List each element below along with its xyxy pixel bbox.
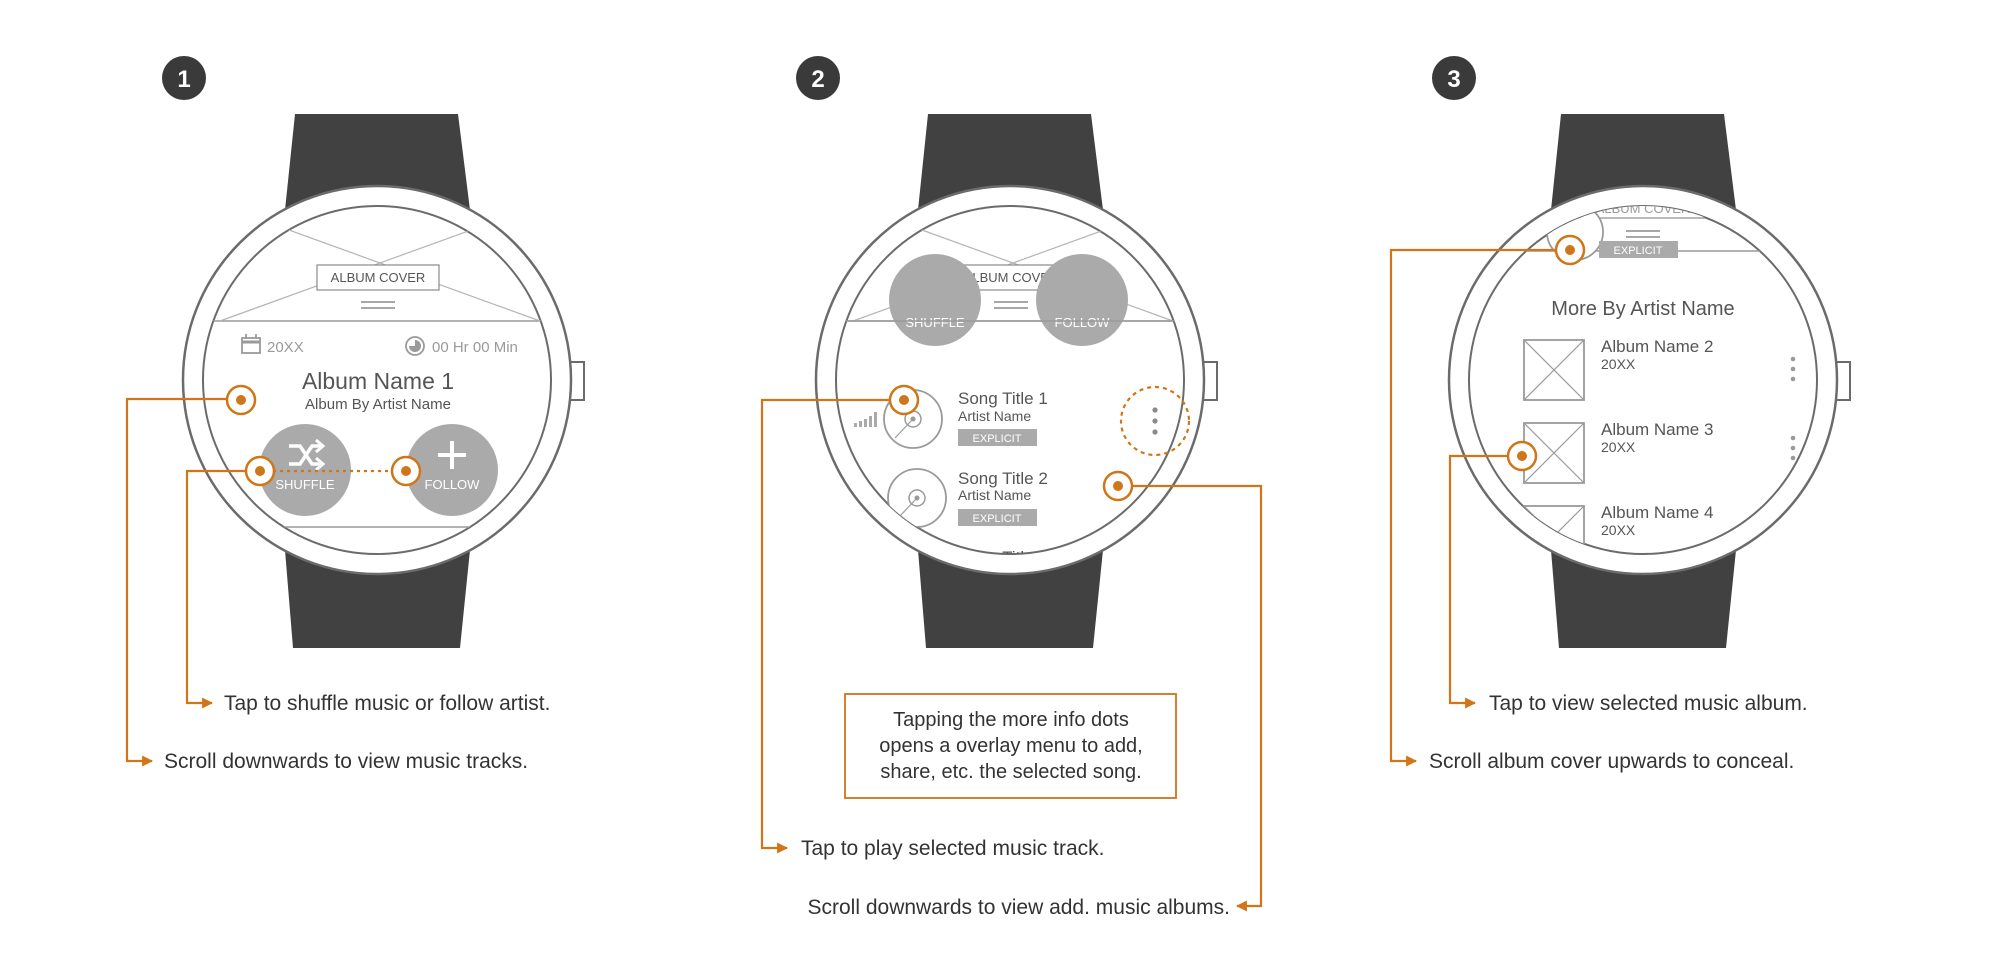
album-duration: 00 Hr 00 Min: [432, 339, 518, 356]
album-cover-placeholder[interactable]: ALBUM COVER: [150, 205, 600, 322]
watch-strap-top: [1551, 114, 1736, 210]
smartwatch-3: ALBUM COVER EXPLICIT More By Artist Name: [1447, 114, 1851, 648]
svg-text:ALBUM COVER: ALBUM COVER: [1596, 201, 1691, 216]
annotation-scroll-tracks: Scroll downwards to view music tracks.: [164, 750, 528, 773]
watch-strap-bottom: [1551, 550, 1736, 648]
album-row-3[interactable]: Album Name 3 20XX: [1523, 420, 1796, 484]
svg-text:ALBUM COVER: ALBUM COVER: [964, 270, 1059, 285]
drag-handle-icon[interactable]: [1626, 230, 1660, 238]
svg-text:1: 1: [177, 66, 190, 93]
more-info-dots-icon[interactable]: [1790, 435, 1796, 461]
svg-text:2: 2: [811, 66, 824, 93]
panel-1: 1 ALBUM COVER: [125, 56, 600, 773]
svg-text:EXPLICIT: EXPLICIT: [973, 433, 1022, 445]
song-row-2[interactable]: Song Title 2 Artist Name EXPLICIT: [887, 468, 1048, 528]
signal-bars-icon: [854, 412, 877, 427]
svg-text:EXPLICIT: EXPLICIT: [1614, 245, 1663, 257]
annotation-view-album: Tap to view selected music album.: [1489, 692, 1808, 715]
shuffle-icon: [289, 438, 326, 472]
annotation-conceal-cover: Scroll album cover upwards to conceal.: [1429, 750, 1794, 773]
follow-button-partial[interactable]: FOLLOW: [1036, 254, 1128, 346]
calendar-icon: [241, 334, 261, 354]
svg-text:Artist Name: Artist Name: [958, 408, 1031, 424]
explicit-badge: [1599, 241, 1678, 258]
svg-text:EXPLICIT: EXPLICIT: [973, 513, 1022, 525]
annotation-play-track: Tap to play selected music track.: [801, 837, 1104, 860]
drag-handle-icon[interactable]: [994, 301, 1028, 309]
tap-target-scroll-2: [1102, 470, 1134, 502]
release-year: 20XX: [267, 339, 304, 356]
album-title: Album Name 1: [302, 368, 454, 394]
panel-3: 3 ALBUM COVER EXPLICIT: [1389, 56, 1851, 773]
album-thumbnail-placeholder: [1523, 339, 1585, 401]
callout-connectors-3: [1389, 248, 1556, 767]
tap-target-scroll-1: [225, 384, 257, 416]
watch-strap-top: [918, 114, 1103, 210]
svg-text:opens a overlay menu to add,: opens a overlay menu to add,: [879, 735, 1143, 757]
svg-text:20XX: 20XX: [1601, 522, 1636, 538]
more-info-dots-icon[interactable]: [1790, 356, 1796, 382]
watch-strap-top: [285, 114, 470, 210]
smartwatch-2: ALBUM COVER SHUFFLE FOLLOW: [814, 114, 1218, 648]
svg-text:Album Name 4: Album Name 4: [1601, 503, 1713, 522]
tap-target-shuffle: [244, 455, 276, 487]
plus-icon: [438, 441, 466, 469]
panel-2: 2 ALBUM COVER: [760, 56, 1263, 919]
step-badge-1: 1: [162, 56, 206, 100]
explicit-badge: [958, 509, 1037, 526]
callout-connectors-2: [760, 398, 1263, 912]
svg-text:Artist Name: Artist Name: [958, 487, 1031, 503]
vinyl-record-icon: [887, 468, 947, 528]
watch-strap-bottom: [285, 550, 470, 648]
step-badge-2: 2: [796, 56, 840, 100]
watch-strap-bottom: [918, 550, 1103, 648]
more-info-highlight-ring: [1119, 385, 1191, 457]
svg-text:20XX: 20XX: [1601, 439, 1636, 455]
svg-text:FOLLOW: FOLLOW: [425, 477, 481, 492]
watch-screen: [1468, 205, 1818, 555]
clock-icon: [405, 336, 425, 356]
smartwatch-1: ALBUM COVER 20XX 00 Hr: [150, 114, 600, 648]
svg-text:share, etc. the selected song.: share, etc. the selected song.: [880, 761, 1141, 783]
svg-text:20XX: 20XX: [1601, 356, 1636, 372]
song-row-1[interactable]: Song Title 1 Artist Name EXPLICIT: [883, 389, 1048, 449]
annotation-shuffle-follow: Tap to shuffle music or follow artist.: [224, 692, 550, 715]
svg-text:Song Title 2: Song Title 2: [958, 469, 1048, 488]
section-title: More By Artist Name: [1551, 298, 1734, 320]
svg-text:FOLLOW: FOLLOW: [1055, 315, 1111, 330]
song-row-3-partial[interactable]: Song Title 3: [958, 548, 1048, 567]
tap-target-song: [888, 384, 920, 416]
svg-text:SHUFFLE: SHUFFLE: [275, 477, 335, 492]
svg-text:Album Name 2: Album Name 2: [1601, 337, 1713, 356]
annotation-scroll-albums: Scroll downwards to view add. music albu…: [807, 896, 1230, 919]
album-artist: Album By Artist Name: [305, 396, 451, 413]
tap-target-follow: [390, 455, 422, 487]
svg-text:Tapping the more info dots: Tapping the more info dots: [893, 709, 1129, 731]
svg-text:Song Title 1: Song Title 1: [958, 389, 1048, 408]
svg-text:SHUFFLE: SHUFFLE: [905, 315, 965, 330]
svg-text:ALBUM COVER: ALBUM COVER: [331, 270, 426, 285]
drag-handle-icon[interactable]: [361, 301, 395, 309]
svg-text:3: 3: [1447, 66, 1460, 93]
step-badge-3: 3: [1432, 56, 1476, 100]
tap-target-album: [1506, 440, 1538, 472]
shuffle-button-partial[interactable]: SHUFFLE: [889, 254, 981, 346]
more-info-dots-icon[interactable]: [1152, 407, 1158, 435]
album-row-2[interactable]: Album Name 2 20XX: [1523, 337, 1796, 401]
follow-button[interactable]: FOLLOW: [406, 424, 498, 516]
tap-target-scroll-3: [1554, 234, 1586, 266]
svg-text:Album Name 3: Album Name 3: [1601, 420, 1713, 439]
shuffle-button[interactable]: SHUFFLE: [259, 424, 351, 516]
callout-connectors-1: [125, 397, 392, 767]
more-info-note-box: Tapping the more info dots opens a overl…: [844, 693, 1177, 799]
explicit-badge: [958, 429, 1037, 446]
